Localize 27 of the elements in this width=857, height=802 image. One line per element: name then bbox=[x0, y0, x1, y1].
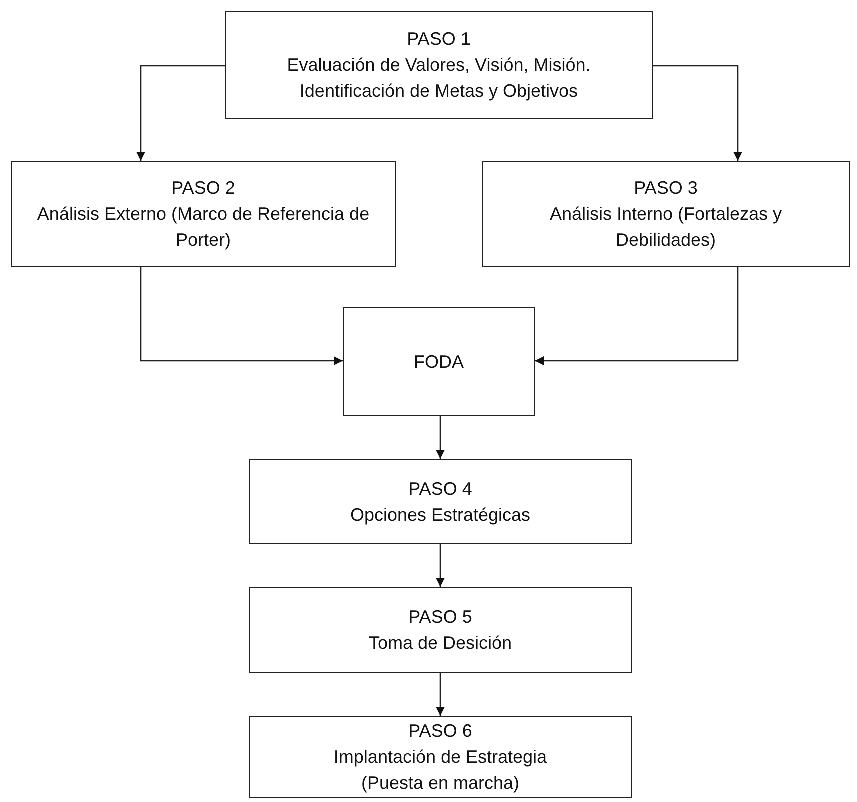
process-box bbox=[343, 307, 535, 416]
process-box bbox=[11, 161, 396, 267]
arrow bbox=[436, 544, 445, 587]
process-box bbox=[225, 11, 653, 119]
step-description: Toma de Desición bbox=[368, 632, 512, 655]
arrow bbox=[140, 267, 343, 366]
step-description: Análisis Externo (Marco de Referencia de Porter) bbox=[36, 203, 371, 252]
step-heading: PASO 3 bbox=[634, 177, 698, 200]
process-box bbox=[249, 716, 632, 798]
step-heading: FODA bbox=[414, 350, 464, 374]
process-box bbox=[249, 459, 632, 544]
arrow bbox=[436, 416, 445, 459]
step-description: Opciones Estratégicas bbox=[350, 504, 531, 527]
step-heading: PASO 2 bbox=[172, 177, 236, 200]
arrow bbox=[535, 267, 739, 366]
step-description: Análisis Interno (Fortalezas y Debilidades) bbox=[548, 203, 784, 252]
process-box bbox=[249, 587, 632, 673]
step-description: Evaluación de Valores, Visión, Misión. Identificación de Metas y Objetivos bbox=[286, 54, 592, 103]
step-heading: PASO 4 bbox=[408, 478, 472, 500]
arrow bbox=[136, 65, 225, 161]
step-description: Implantación de Estrategia (Puesta en marcha) bbox=[332, 746, 548, 795]
arrow bbox=[653, 65, 742, 161]
arrow bbox=[436, 673, 445, 716]
process-box bbox=[482, 161, 850, 267]
step-heading: PASO 1 bbox=[407, 28, 471, 51]
step-heading: PASO 5 bbox=[408, 606, 472, 629]
step-heading: PASO 6 bbox=[408, 720, 472, 743]
